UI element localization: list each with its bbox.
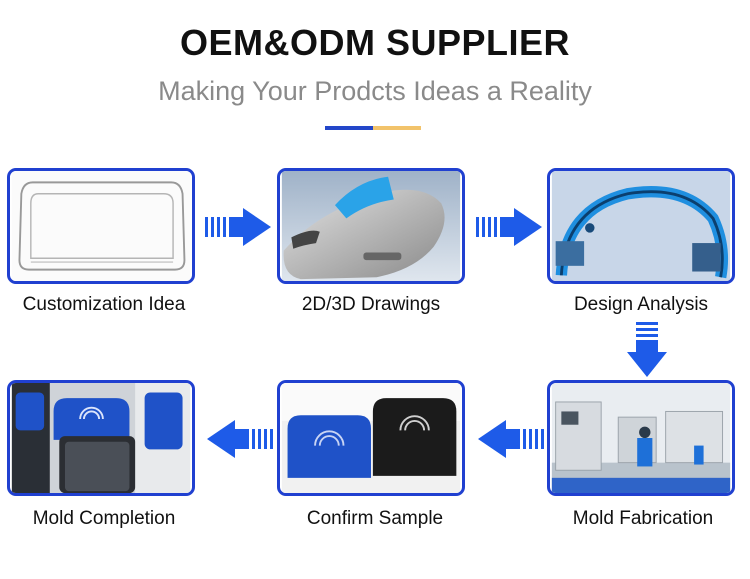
step-label-design-analysis: Design Analysis bbox=[573, 294, 709, 315]
page-subtitle: Making Your Prodcts Ideas a Reality bbox=[158, 76, 592, 106]
arrow-down-icon bbox=[627, 322, 667, 377]
arrow-right-icon bbox=[476, 208, 542, 246]
divider-blue bbox=[325, 126, 373, 130]
arrow-left-icon bbox=[207, 420, 273, 458]
step-card-confirm-sample bbox=[277, 380, 465, 496]
page-title: OEM&ODM SUPPLIER bbox=[179, 22, 571, 63]
arrow-right-icon bbox=[205, 208, 271, 246]
step-card-customization-idea bbox=[7, 168, 195, 284]
3d-render-image bbox=[281, 171, 461, 281]
finished-devices-image bbox=[11, 383, 191, 493]
step-label-mold-completion: Mold Completion bbox=[32, 508, 176, 529]
step-label-customization-idea: Customization Idea bbox=[22, 294, 186, 315]
step-label-mold-fabrication: Mold Fabrication bbox=[572, 508, 714, 529]
divider-gold bbox=[373, 126, 421, 130]
step-card-design-analysis bbox=[547, 168, 735, 284]
design-analysis-image bbox=[551, 171, 731, 281]
sketch-outline-image bbox=[11, 171, 191, 281]
sample-devices-image bbox=[281, 383, 461, 493]
step-label-confirm-sample: Confirm Sample bbox=[306, 508, 444, 529]
arrow-left-icon bbox=[478, 420, 544, 458]
factory-image bbox=[551, 383, 731, 493]
step-label-2d3d-drawings: 2D/3D Drawings bbox=[301, 294, 441, 315]
step-card-mold-completion bbox=[7, 380, 195, 496]
step-card-mold-fabrication bbox=[547, 380, 735, 496]
step-card-2d3d-drawings bbox=[277, 168, 465, 284]
